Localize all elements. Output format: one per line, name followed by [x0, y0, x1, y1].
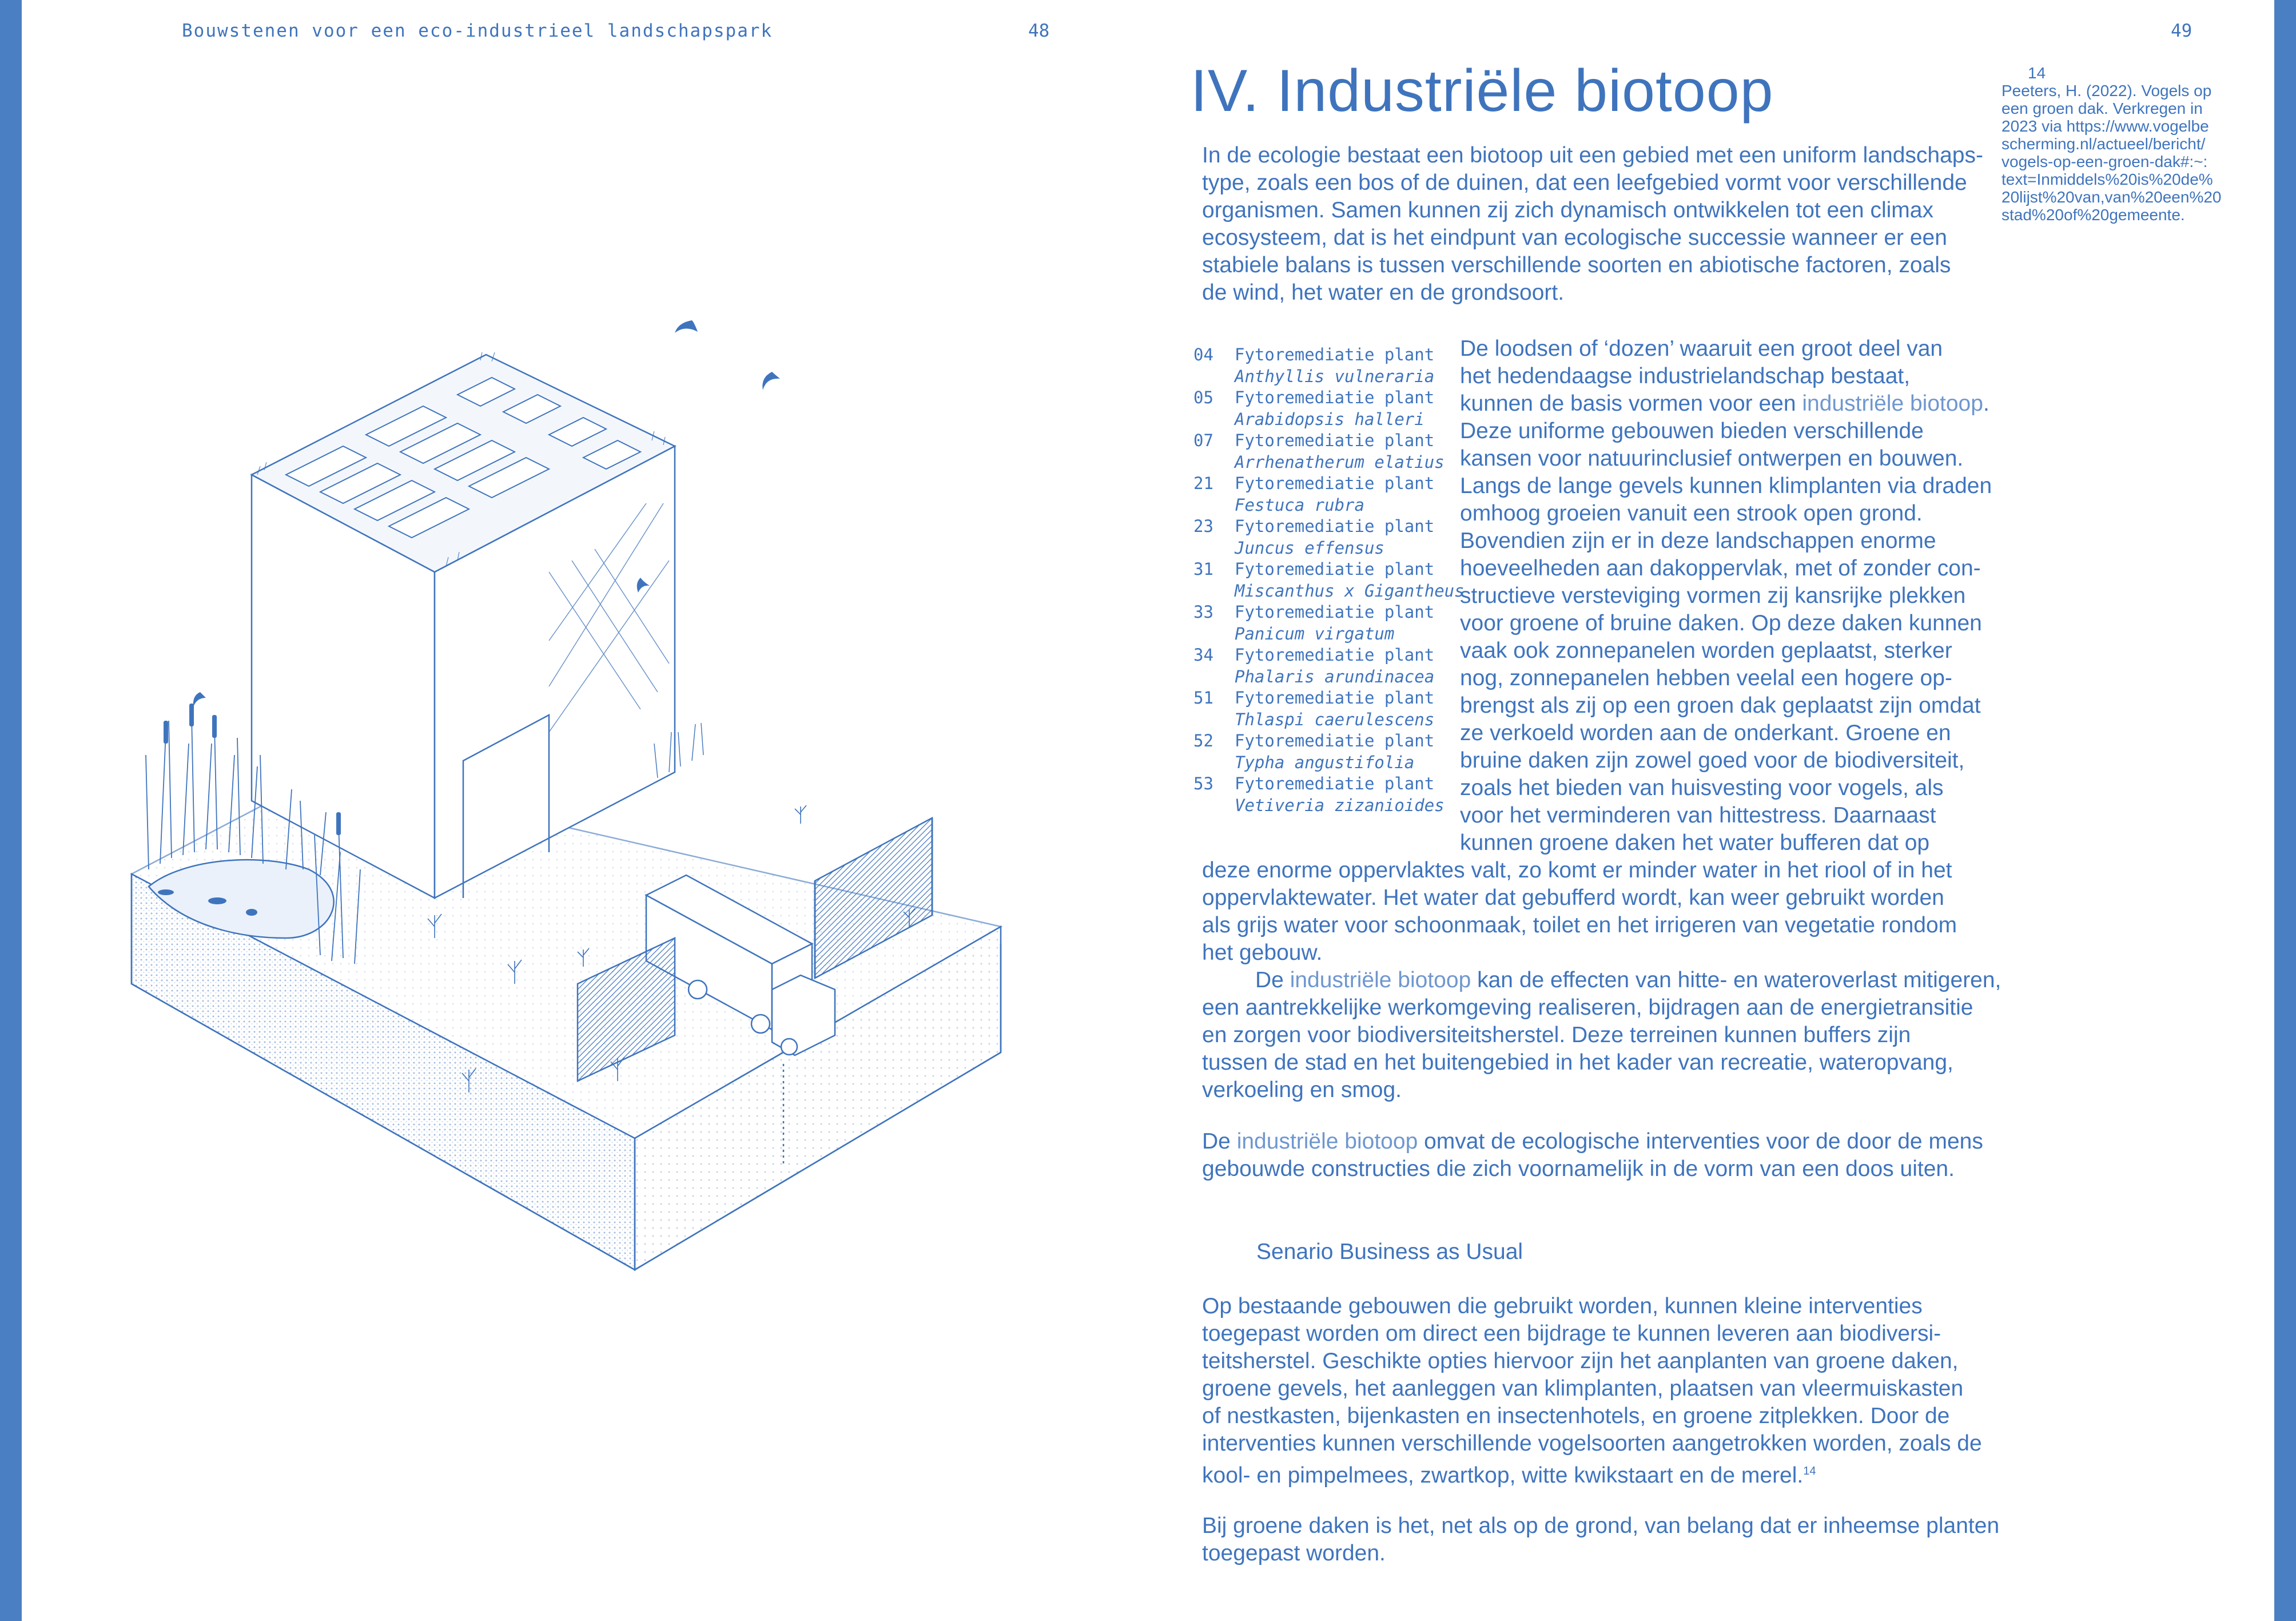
- body-paragraph-2: deze enorme oppervlaktes valt, zo komt e…: [1202, 858, 2001, 1102]
- text-line: type, zoals een bos of de duinen, dat ee…: [1202, 170, 1967, 195]
- term-highlight: industriële biotoop: [1802, 391, 1983, 416]
- page-edge-right: [2274, 0, 2296, 1621]
- page-number-right: 49: [2171, 21, 2192, 41]
- footnote-line: Peeters, H. (2022). Vogels op: [2001, 82, 2212, 100]
- term-highlight: industriële biotoop: [1290, 968, 1471, 992]
- footnote-line: stad%20of%20gemeente.: [2001, 206, 2185, 224]
- footnote-number: 14: [2028, 64, 2046, 82]
- text-line: de wind, het water en de grondsoort.: [1202, 280, 1565, 305]
- text-line: In de ecologie bestaat een biotoop uit e…: [1202, 143, 1983, 168]
- footnote-14: 14 Peeters, H. (2022). Vogels op een gro…: [2001, 64, 2222, 224]
- text-line: ecosysteem, dat is het eindpunt van ecol…: [1202, 225, 1947, 250]
- scenario-heading: Senario Business as Usual: [1256, 1239, 1523, 1264]
- page-edge-left: [0, 0, 22, 1621]
- footnote-line: 2023 via https://www.vogelbe: [2001, 117, 2209, 135]
- body-paragraph-5: Op bestaande gebouwen die gebruikt worde…: [1202, 1294, 1982, 1488]
- text-line: stabiele balans is tussen verschillende …: [1202, 253, 1951, 277]
- body-paragraph-6: Bij groene daken is het, net als op de g…: [1202, 1513, 2000, 1566]
- chapter-title: IV. Industriële biotoop: [1191, 58, 1774, 124]
- isometric-building-illustration: [130, 320, 1003, 1272]
- footnote-line: vogels-op-een-groen-dak#:~:: [2001, 153, 2208, 170]
- term-highlight: industriële biotoop: [1236, 1129, 1418, 1154]
- text-line: organismen. Samen kunnen zij zich dynami…: [1202, 198, 1933, 223]
- footnote-ref: 14: [1803, 1465, 1816, 1477]
- body-paragraph-1: De loodsen of ‘dozen’ waaruit een groot …: [1460, 336, 1992, 855]
- footnote-line: 20lijst%20van,van%20een%20: [2001, 188, 2222, 206]
- footnote-line: text=Inmiddels%20is%20de%: [2001, 170, 2213, 188]
- intro-paragraph: In de ecologie bestaat een biotoop uit e…: [1202, 142, 1983, 307]
- running-title: Bouwstenen voor een eco-industrieel land…: [182, 21, 773, 41]
- footnote-line: een groen dak. Verkregen in: [2001, 100, 2203, 117]
- footnote-line: scherming.nl/actueel/bericht/: [2001, 135, 2206, 153]
- body-paragraph-4: De industriële biotoop omvat de ecologis…: [1202, 1129, 1983, 1181]
- page-number-left: 48: [1028, 21, 1050, 41]
